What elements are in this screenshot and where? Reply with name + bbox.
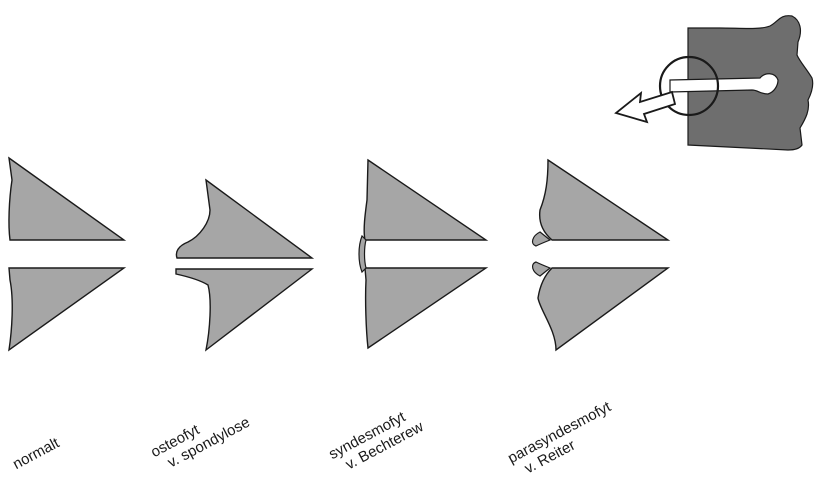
- spine-inset: [616, 16, 813, 150]
- panel-syndesmophyte: [359, 160, 486, 348]
- osteophyte-lower-vertebra: [176, 269, 312, 350]
- syndesmophyte-lower-vertebra: [365, 268, 486, 348]
- parasyndesmophyte-lower-vertebra: [538, 268, 668, 350]
- panel-normal: [9, 158, 124, 350]
- normal-lower-vertebra: [9, 268, 124, 350]
- panel-osteophyte: [176, 180, 312, 350]
- syndesmophyte-bridge: [359, 236, 366, 272]
- parasyndesmophyte-upper-vertebra: [540, 160, 668, 240]
- osteophyte-upper-vertebra: [176, 180, 312, 258]
- syndesmophyte-upper-vertebra: [364, 160, 486, 240]
- panel-parasyndesmophyte: [533, 160, 668, 350]
- normal-upper-vertebra: [9, 158, 124, 240]
- arrow-icon: [616, 92, 675, 122]
